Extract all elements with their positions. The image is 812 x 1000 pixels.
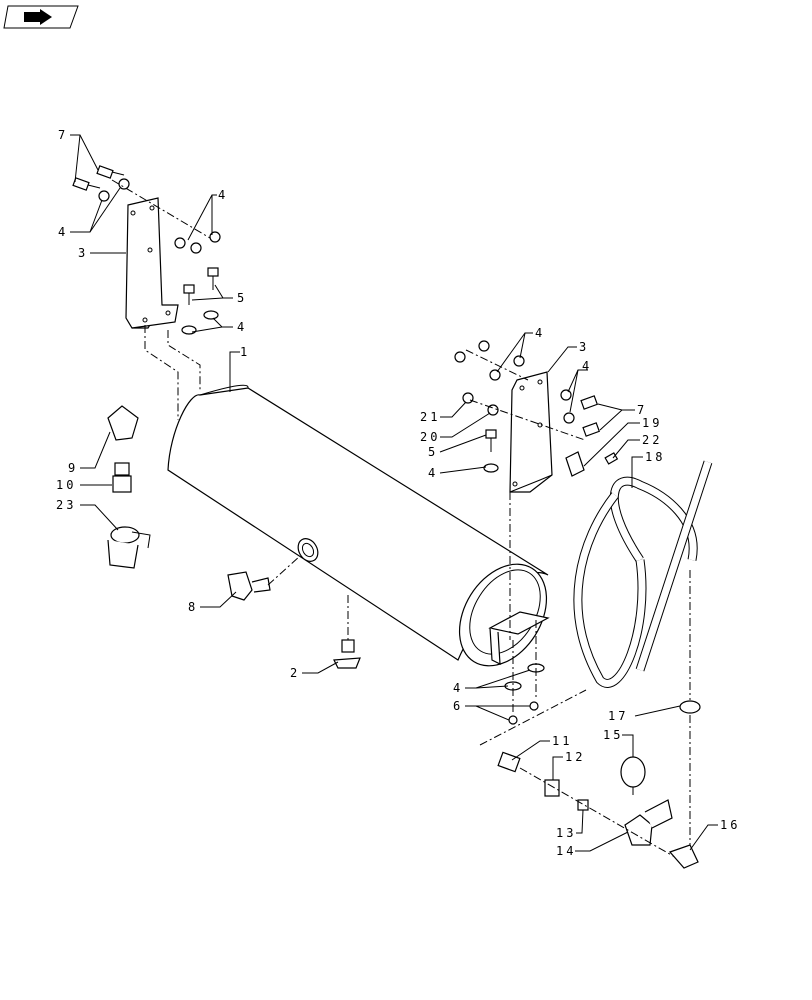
callout-3: 3 bbox=[78, 246, 88, 260]
callout-15: 15 bbox=[603, 728, 623, 742]
clip-19 bbox=[565, 451, 585, 477]
callout-4: 4 bbox=[237, 320, 247, 334]
cap-23 bbox=[107, 526, 151, 569]
elbow-fitting-8 bbox=[227, 571, 271, 601]
air-tank bbox=[167, 384, 550, 667]
bushing-12 bbox=[544, 779, 560, 797]
callout-14: 14 bbox=[556, 844, 576, 858]
bolt-5-a bbox=[207, 267, 219, 290]
washer-4-d bbox=[203, 310, 219, 320]
bolt-5-c bbox=[485, 429, 497, 452]
callout-3: 3 bbox=[579, 340, 589, 354]
valve-14 bbox=[624, 799, 673, 846]
washer-4-b bbox=[98, 190, 110, 202]
bolt-7-lower bbox=[72, 177, 101, 191]
callout-21: 21 bbox=[420, 410, 440, 424]
callout-18: 18 bbox=[645, 450, 665, 464]
nut-4-a bbox=[190, 242, 202, 254]
leader-lines bbox=[70, 134, 718, 852]
washer-4-e bbox=[181, 325, 197, 335]
callout-4: 4 bbox=[453, 681, 463, 695]
callout-7: 7 bbox=[58, 128, 68, 142]
bolt-7-c bbox=[580, 395, 599, 410]
fitting-10 bbox=[112, 462, 132, 493]
callout-5: 5 bbox=[428, 445, 438, 459]
callout-20: 20 bbox=[420, 430, 440, 444]
return-arrow-icon[interactable] bbox=[3, 5, 79, 29]
callout-4: 4 bbox=[535, 326, 545, 340]
callout-6: 6 bbox=[453, 699, 463, 713]
callout-19: 19 bbox=[642, 416, 662, 430]
fitting-11 bbox=[497, 751, 521, 773]
callout-5: 5 bbox=[237, 291, 247, 305]
callout-2: 2 bbox=[290, 666, 300, 680]
elbow-fitting-16 bbox=[668, 844, 699, 869]
callout-labels: 7 4 4 3 5 4 1 9 10 23 8 2 4 3 4 21 20 5 … bbox=[56, 128, 740, 858]
left-bracket bbox=[125, 197, 179, 329]
nut-21 bbox=[462, 392, 474, 404]
right-bracket bbox=[509, 371, 553, 493]
callout-22: 22 bbox=[642, 433, 662, 447]
callout-4: 4 bbox=[582, 359, 592, 373]
callout-1: 1 bbox=[240, 345, 250, 359]
elbow-fitting-9 bbox=[107, 405, 139, 441]
callout-4: 4 bbox=[218, 188, 228, 202]
callout-12: 12 bbox=[565, 750, 585, 764]
drain-valve-2 bbox=[333, 639, 361, 669]
nut-6-a bbox=[508, 715, 518, 725]
washer-4-a bbox=[118, 178, 130, 190]
callout-7: 7 bbox=[637, 403, 647, 417]
washer-4-f bbox=[513, 355, 525, 367]
callout-4: 4 bbox=[428, 466, 438, 480]
callout-16: 16 bbox=[720, 818, 740, 832]
callout-23: 23 bbox=[56, 498, 76, 512]
callout-4: 4 bbox=[58, 225, 68, 239]
callout-17: 17 bbox=[608, 709, 628, 723]
hose-18 bbox=[573, 460, 713, 688]
bolt-7-upper bbox=[96, 165, 125, 179]
washer-4-j bbox=[483, 463, 499, 473]
callout-10: 10 bbox=[56, 478, 76, 492]
clamp-17 bbox=[679, 700, 701, 714]
bolt-5-b bbox=[183, 284, 195, 305]
washer-4-h bbox=[560, 389, 572, 401]
callout-9: 9 bbox=[68, 461, 78, 475]
gauge-15 bbox=[620, 756, 646, 795]
nut-4-d bbox=[454, 351, 466, 363]
nipple-13 bbox=[577, 799, 589, 811]
callout-11: 11 bbox=[552, 734, 572, 748]
screw-22 bbox=[604, 452, 619, 465]
callout-13: 13 bbox=[556, 826, 576, 840]
bolt-7-d bbox=[582, 422, 601, 437]
callout-8: 8 bbox=[188, 600, 198, 614]
washer-4-g bbox=[489, 369, 501, 381]
washer-4-i bbox=[563, 412, 575, 424]
nut-4-c bbox=[478, 340, 490, 352]
washer-4-c bbox=[174, 237, 186, 249]
nut-6-b bbox=[529, 701, 539, 711]
